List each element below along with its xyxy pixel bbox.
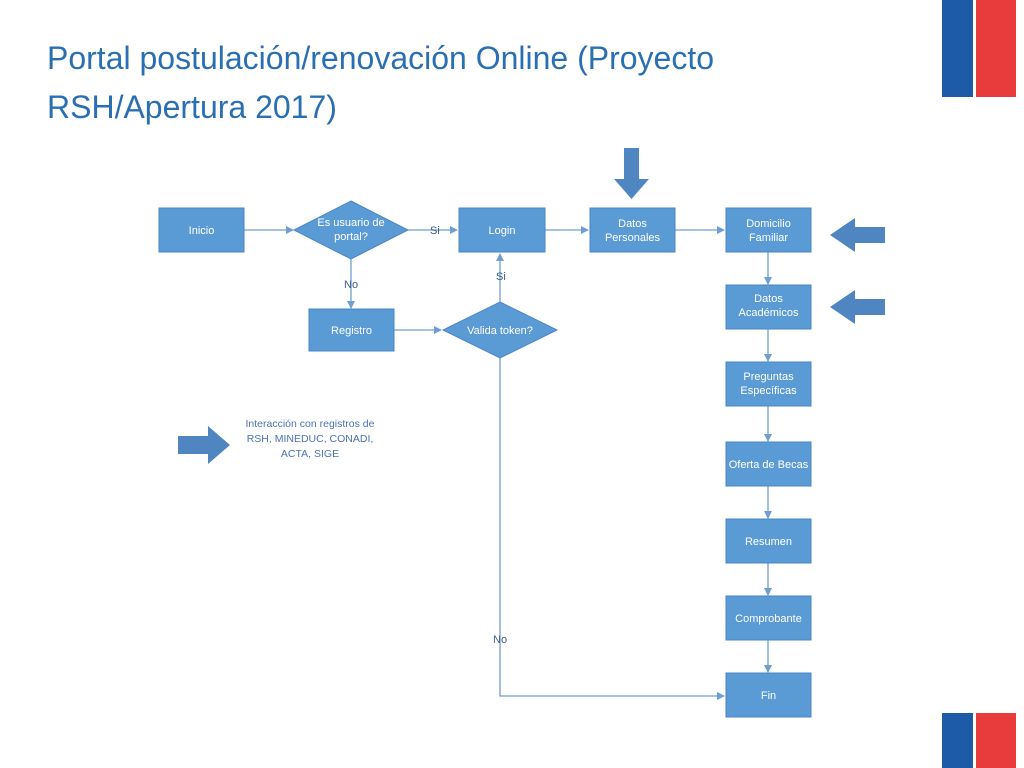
node-preguntas-label-1: Preguntas [743, 371, 794, 383]
node-comprobante: Comprobante [725, 595, 812, 641]
node-fin-label: Fin [761, 690, 776, 702]
slide-title-line-2: RSH/Apertura 2017) [47, 89, 337, 125]
node-es-usuario: Es usuario de portal? [292, 200, 410, 260]
connectors [244, 226, 772, 700]
label-no-registro: No [344, 279, 358, 291]
node-inicio: Inicio [158, 207, 245, 253]
node-resumen-label: Resumen [745, 536, 792, 548]
slide-title: Portal postulación/renovación Online (Pr… [47, 34, 907, 132]
node-datos-personales-label-2: Personales [605, 232, 661, 244]
node-datos-academicos-label-1: Datos [754, 293, 783, 305]
node-registro: Registro [308, 308, 395, 352]
legend-text-line-3: ACTA, SIGE [281, 448, 339, 460]
node-domicilio-label-1: Domicilio [746, 218, 791, 230]
node-es-usuario-label-2: portal? [334, 231, 368, 243]
chile-flag-top [942, 0, 1016, 97]
legend-text-line-2: RSH, MINEDUC, CONADI, [247, 433, 374, 445]
label-si-login: Si [430, 225, 440, 237]
node-login: Login [458, 207, 546, 253]
node-preguntas: Preguntas Específicas [725, 361, 812, 407]
node-comprobante-label: Comprobante [735, 613, 802, 625]
node-datos-academicos: Datos Académicos [725, 284, 812, 330]
label-no-token: No [493, 634, 507, 646]
legend-right-arrow-icon [178, 426, 230, 464]
node-es-usuario-label-1: Es usuario de [317, 217, 384, 229]
slide-title-line-1: Portal postulación/renovación Online (Pr… [47, 40, 715, 76]
node-inicio-label: Inicio [189, 225, 215, 237]
legend: Interacción con registros de RSH, MINEDU… [178, 418, 375, 464]
chile-flag-bottom [942, 713, 1016, 768]
edge-token-to-fin [499, 358, 725, 700]
down-arrow-icon [614, 148, 649, 199]
node-resumen: Resumen [725, 518, 812, 564]
left-arrow-icon-academicos [830, 290, 885, 324]
legend-text-line-1: Interacción con registros de [246, 418, 375, 430]
node-datos-personales: Datos Personales [589, 207, 676, 253]
node-datos-personales-label-1: Datos [618, 218, 647, 230]
node-domicilio: Domicilio Familiar [725, 207, 812, 253]
label-si-token: Si [496, 271, 506, 283]
node-preguntas-label-2: Específicas [740, 385, 797, 397]
node-valida-token-label: Valida token? [467, 325, 533, 337]
node-domicilio-label-2: Familiar [749, 232, 788, 244]
node-oferta-becas-label: Oferta de Becas [729, 459, 809, 471]
node-login-label: Login [489, 225, 516, 237]
node-valida-token: Valida token? [441, 301, 559, 359]
node-datos-academicos-label-2: Académicos [739, 307, 799, 319]
node-registro-label: Registro [331, 325, 372, 337]
node-fin: Fin [725, 672, 812, 718]
left-arrow-icon-domicilio [830, 218, 885, 252]
node-oferta-becas: Oferta de Becas [725, 441, 812, 487]
